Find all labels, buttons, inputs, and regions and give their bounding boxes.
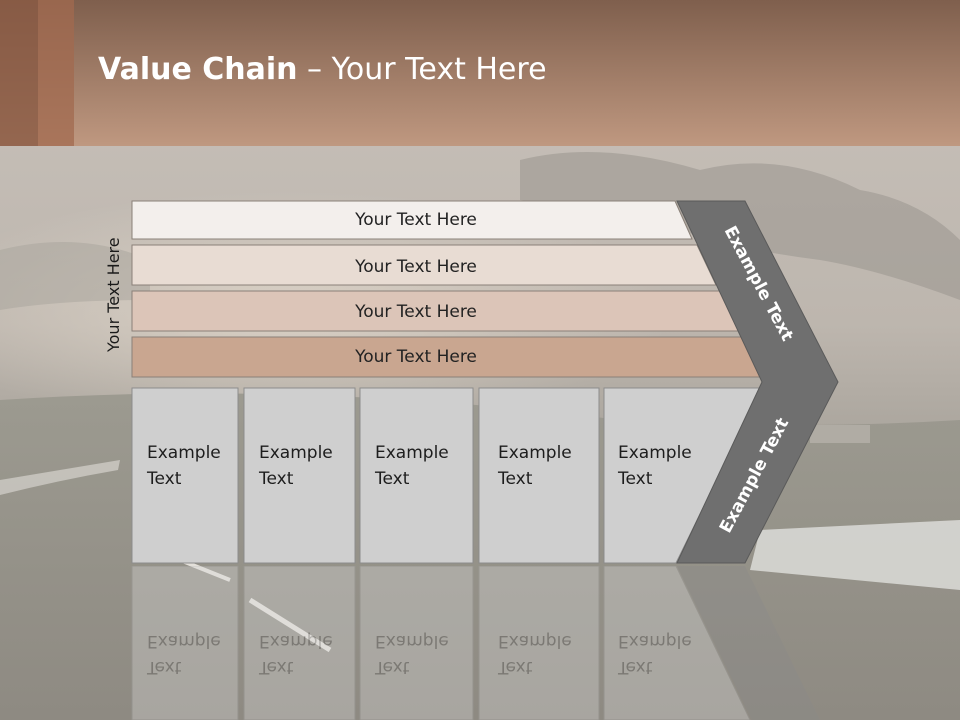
box-3: [359, 387, 474, 564]
chevron-arrow: [676, 200, 839, 564]
box-3-line2: Text: [375, 469, 410, 489]
box-5-reflection-label: Text Example: [618, 628, 692, 680]
box-5-label: Example Text: [618, 440, 692, 492]
box-3-reflection-label: Text Example: [375, 628, 449, 680]
box-3-line1: Example: [375, 443, 449, 463]
box-1-ref-line1: Example: [147, 631, 221, 651]
band-group: Your Text Here Your Text Here Your Text …: [131, 200, 764, 378]
box-4-line2: Text: [498, 469, 533, 489]
reflection-shapes: [131, 566, 820, 720]
band-1: [131, 200, 693, 240]
box-4-reflection-label: Text Example: [498, 628, 572, 680]
band-4-label: Your Text Here: [354, 347, 477, 367]
box-group: [131, 387, 763, 564]
box-1-ref-line2: Text: [147, 657, 182, 677]
box-4-label: Example Text: [498, 440, 572, 492]
box-3-ref-line2: Text: [375, 657, 410, 677]
box-5-line1: Example: [618, 443, 692, 463]
box-1-line2: Text: [147, 469, 182, 489]
box-2-ref-line1: Example: [259, 631, 333, 651]
title-bold: Value Chain: [98, 52, 298, 87]
band-3-label: Your Text Here: [354, 302, 477, 322]
box-5-line2: Text: [618, 469, 653, 489]
box-2-reflection-label: Text Example: [259, 628, 333, 680]
band-1-label: Your Text Here: [354, 210, 477, 230]
title-bar: [0, 0, 960, 146]
box-1-line1: Example: [147, 443, 221, 463]
box-1-label: Example Text: [147, 440, 221, 492]
box-4-ref-line1: Example: [498, 631, 572, 651]
band-2-label: Your Text Here: [354, 257, 477, 277]
box-2-line1: Example: [259, 443, 333, 463]
box-4-line1: Example: [498, 443, 572, 463]
box-3-label: Example Text: [375, 440, 449, 492]
box-1-reflection-label: Text Example: [147, 628, 221, 680]
box-2-line2: Text: [259, 469, 294, 489]
title-rest: – Your Text Here: [297, 52, 547, 87]
box-5-ref-line2: Text: [618, 657, 653, 677]
box-2-label: Example Text: [259, 440, 333, 492]
box-2-ref-line2: Text: [259, 657, 294, 677]
box-4-ref-line2: Text: [498, 657, 533, 677]
box-1: [131, 387, 239, 564]
diagram-reflection: Text Example Text Example Text Example T…: [0, 566, 960, 720]
slide-title: Value Chain – Your Text Here: [98, 52, 547, 87]
box-3-ref-line1: Example: [375, 631, 449, 651]
box-5-ref-line1: Example: [618, 631, 692, 651]
box-4: [478, 387, 600, 564]
box-5: [603, 387, 763, 564]
box-2: [243, 387, 356, 564]
